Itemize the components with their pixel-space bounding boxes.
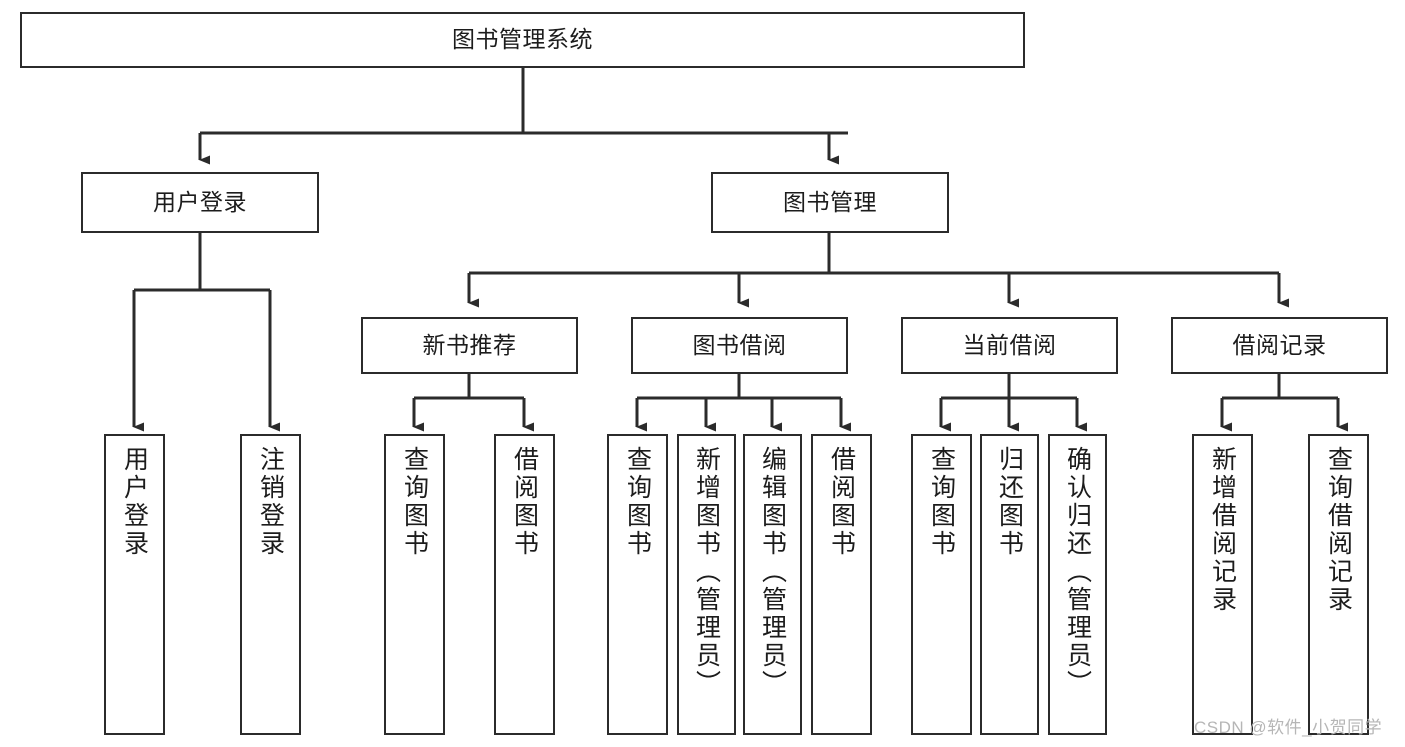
node-borrow-record-label: 借阅记录 <box>1232 331 1327 358</box>
node-leaf-user-login-label: 用户登录 <box>120 446 149 558</box>
node-current-borrow[interactable]: 当前借阅 <box>901 317 1118 374</box>
node-leaf-add-borrow-record[interactable]: 新增借阅记录 <box>1192 434 1253 735</box>
node-user-login[interactable]: 用户登录 <box>81 172 319 233</box>
node-leaf-logout-label: 注销登录 <box>256 446 285 558</box>
node-new-book-recommend[interactable]: 新书推荐 <box>361 317 578 374</box>
node-leaf-query-book-cb-label: 查询图书 <box>927 446 956 558</box>
node-current-borrow-label: 当前借阅 <box>962 331 1057 358</box>
node-book-management-label: 图书管理 <box>783 188 877 215</box>
node-leaf-query-borrow-record[interactable]: 查询借阅记录 <box>1308 434 1369 735</box>
node-borrow-record[interactable]: 借阅记录 <box>1171 317 1388 374</box>
node-leaf-borrow-book-bb[interactable]: 借阅图书 <box>811 434 872 735</box>
node-leaf-user-login[interactable]: 用户登录 <box>104 434 165 735</box>
node-leaf-return-book[interactable]: 归还图书 <box>980 434 1039 735</box>
node-leaf-query-book-bb[interactable]: 查询图书 <box>607 434 668 735</box>
node-user-login-label: 用户登录 <box>153 188 247 215</box>
node-leaf-add-book-admin-label: 新增图书（管理员） <box>692 446 721 698</box>
node-leaf-query-borrow-record-label: 查询借阅记录 <box>1324 446 1353 614</box>
node-book-borrow[interactable]: 图书借阅 <box>631 317 848 374</box>
node-leaf-logout[interactable]: 注销登录 <box>240 434 301 735</box>
node-root-label: 图书管理系统 <box>452 26 593 53</box>
node-book-borrow-label: 图书借阅 <box>692 331 787 358</box>
node-leaf-query-book-cb[interactable]: 查询图书 <box>911 434 972 735</box>
node-leaf-confirm-return-admin-label: 确认归还（管理员） <box>1063 446 1092 698</box>
node-leaf-borrow-book-nb-label: 借阅图书 <box>510 446 539 558</box>
node-new-book-recommend-label: 新书推荐 <box>422 331 517 358</box>
node-leaf-edit-book-admin-label: 编辑图书（管理员） <box>758 446 787 698</box>
node-book-management[interactable]: 图书管理 <box>711 172 949 233</box>
node-leaf-borrow-book-nb[interactable]: 借阅图书 <box>494 434 555 735</box>
node-leaf-query-book-nb[interactable]: 查询图书 <box>384 434 445 735</box>
node-leaf-add-borrow-record-label: 新增借阅记录 <box>1208 446 1237 614</box>
node-leaf-borrow-book-bb-label: 借阅图书 <box>827 446 856 558</box>
node-leaf-add-book-admin[interactable]: 新增图书（管理员） <box>677 434 736 735</box>
node-leaf-query-book-bb-label: 查询图书 <box>623 446 652 558</box>
node-leaf-return-book-label: 归还图书 <box>995 446 1024 558</box>
node-leaf-query-book-nb-label: 查询图书 <box>400 446 429 558</box>
csdn-watermark: CSDN @软件_小贺同学 <box>1194 718 1383 737</box>
node-leaf-edit-book-admin[interactable]: 编辑图书（管理员） <box>743 434 802 735</box>
node-leaf-confirm-return-admin[interactable]: 确认归还（管理员） <box>1048 434 1107 735</box>
node-root-book-management-system[interactable]: 图书管理系统 <box>20 12 1025 68</box>
